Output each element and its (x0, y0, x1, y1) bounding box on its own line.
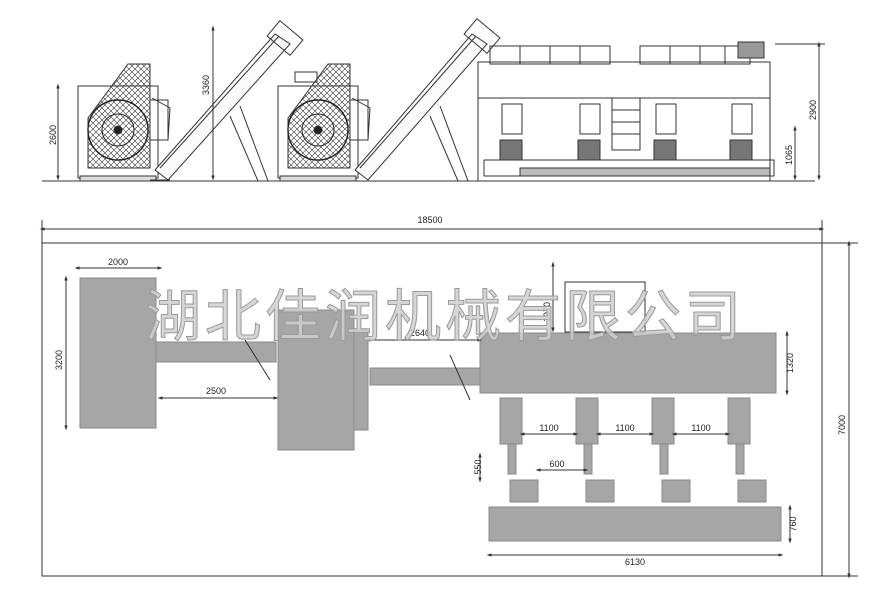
dimension-labels: 2600 3360 2900 1065 18500 7000 2000 3200… (48, 75, 847, 567)
dim-washer-height: 2600 (48, 125, 58, 145)
filling-tank-line (477, 41, 775, 181)
plan-conveyor-2 (369, 367, 481, 386)
dim-outlet-height: 1065 (784, 145, 794, 165)
plan-tank (479, 332, 777, 394)
dim-conveyor-2-length: 2640 (410, 328, 430, 338)
incline-conveyor-2 (354, 17, 501, 182)
dim-hopper-length: 1070 (542, 302, 552, 322)
plan-platform (488, 506, 782, 542)
dim-platform-width: 760 (788, 516, 798, 531)
plan-washer-2 (277, 309, 355, 451)
dim-conveyor-height: 3360 (201, 75, 211, 95)
dim-washer-length: 2000 (108, 257, 128, 267)
dim-spacing-1: 1100 (539, 423, 558, 433)
dim-washer-width: 3200 (54, 350, 64, 370)
elevation-view (42, 17, 825, 182)
dim-tank-width: 1320 (785, 353, 795, 373)
washer-machine-1 (77, 63, 171, 182)
plan-equipment (79, 277, 782, 542)
dim-overall-width: 7000 (837, 415, 847, 435)
washer-machine-2 (277, 63, 371, 182)
dim-conveyor-1-length: 2500 (206, 386, 226, 396)
incline-conveyor-1 (150, 19, 304, 182)
plan-washer-1 (79, 277, 157, 429)
dim-tank-height: 2900 (808, 100, 818, 120)
dim-overall-length: 18500 (417, 215, 442, 225)
plan-conveyor-1 (155, 341, 277, 363)
dim-platform-length: 6130 (625, 557, 645, 567)
plan-view (39, 220, 858, 579)
dim-spacing-2: 1100 (615, 423, 634, 433)
dim-pump-depth: 550 (473, 459, 483, 474)
company-watermark: 湖北佳润机械有限公司 (145, 285, 745, 350)
dim-pump-width: 600 (549, 459, 564, 469)
dim-spacing-3: 1100 (691, 423, 710, 433)
plan-frame (41, 242, 823, 577)
